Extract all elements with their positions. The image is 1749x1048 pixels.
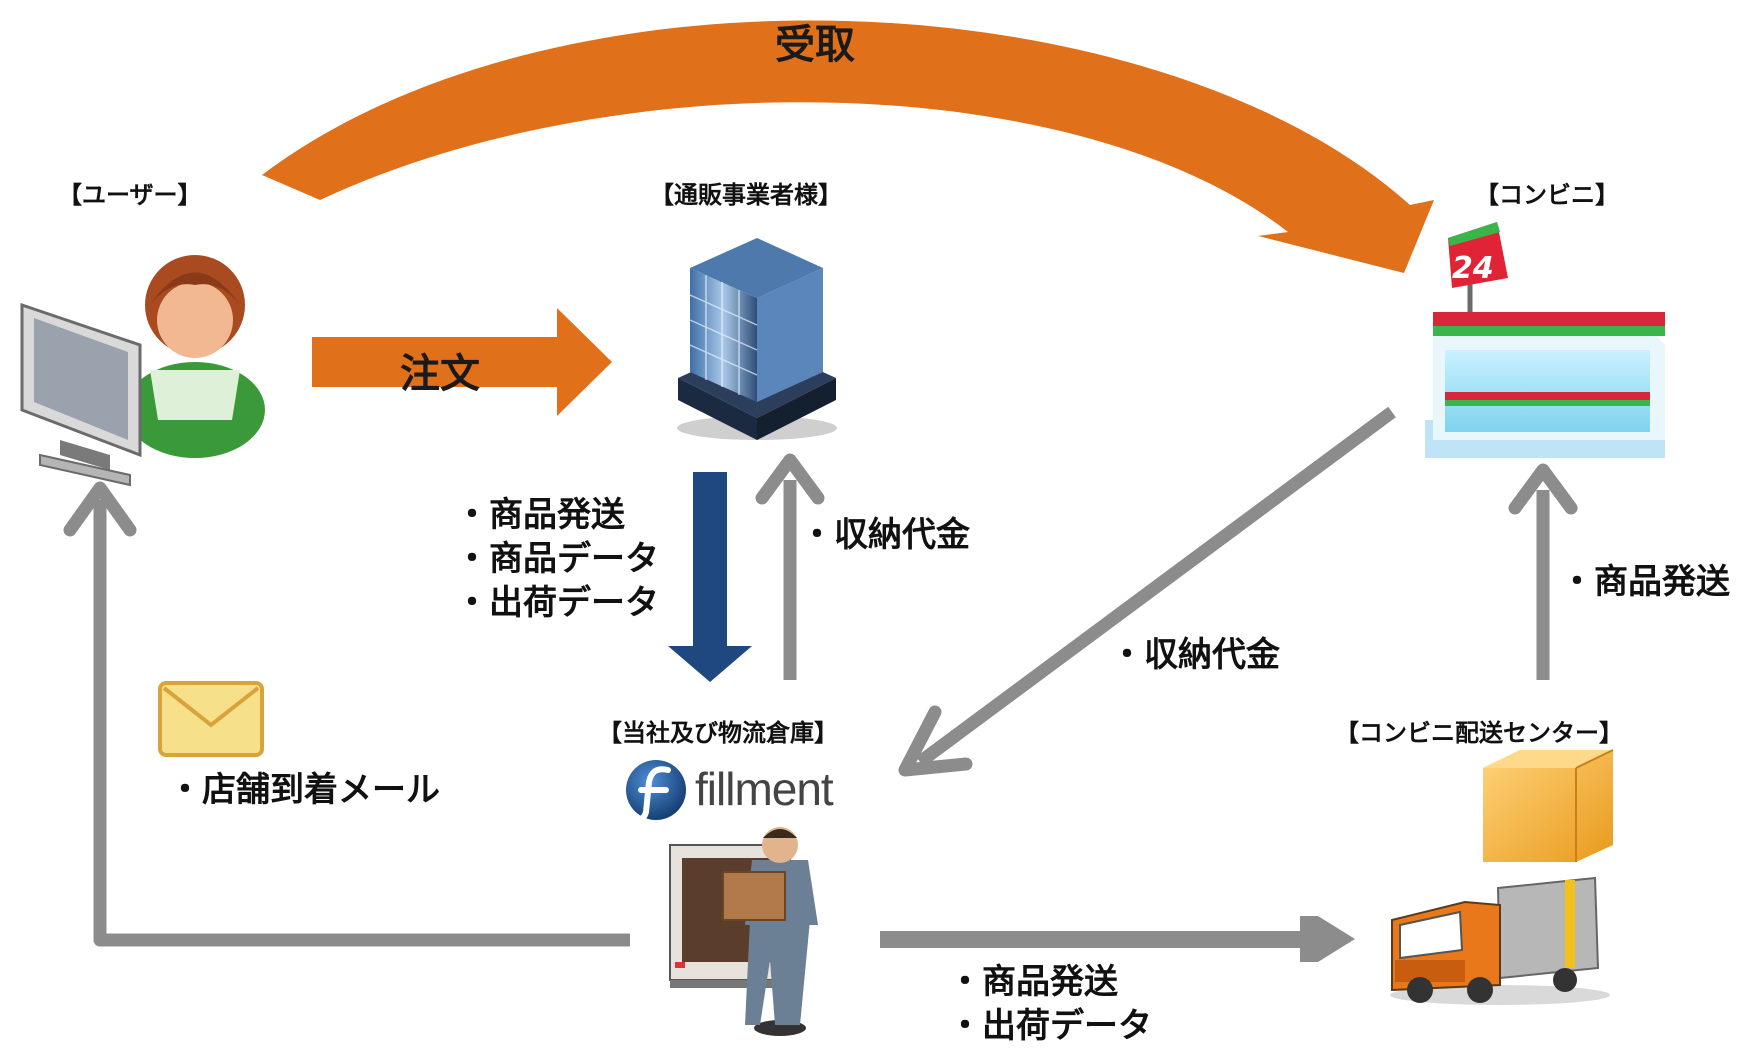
- node-label-merchant: 【通販事業者様】: [650, 181, 842, 209]
- warehouse-worker-icon: [669, 827, 818, 1036]
- user-computer-icon: [20, 255, 265, 487]
- delivery-truck-icon: [1390, 876, 1610, 1005]
- arrow-warehouse-to-user: [93, 500, 630, 947]
- warehouse-to-merchant-label: ・収納代金: [800, 513, 970, 557]
- list-item: ・商品発送: [948, 962, 1118, 1002]
- arrow-store-to-warehouse: [916, 406, 1396, 768]
- node-label-warehouse: 【当社及び物流倉庫】: [598, 719, 838, 747]
- store-sign-number: 24: [1452, 251, 1494, 286]
- warehouse-to-center-label: ・商品発送 ・出荷データ: [948, 960, 1152, 1048]
- fillment-logo-text: fillment: [695, 763, 834, 815]
- cardboard-box-icon: [1483, 749, 1614, 862]
- list-item: ・収納代金: [1110, 635, 1280, 675]
- list-item: ・収納代金: [800, 515, 970, 555]
- merchant-to-warehouse-label: ・商品発送 ・商品データ ・出荷データ: [455, 493, 659, 625]
- list-item: ・商品発送: [1560, 562, 1730, 602]
- fillment-logo-mark: [626, 760, 686, 823]
- mail-envelope-icon: [158, 681, 264, 757]
- center-to-store-label: ・商品発送: [1560, 560, 1730, 604]
- convenience-store-icon: 24: [1425, 222, 1665, 458]
- warehouse-to-user-label: ・店舗到着メール: [168, 768, 440, 812]
- order-arrow: [312, 308, 612, 416]
- list-item: ・商品データ: [455, 539, 659, 579]
- pickup-label: 受取: [775, 22, 855, 68]
- store-to-warehouse-label: ・収納代金: [1110, 633, 1280, 677]
- arrow-warehouse-to-center: [880, 916, 1355, 962]
- pickup-arrow: [262, 20, 1434, 273]
- list-item: ・出荷データ: [948, 1006, 1152, 1046]
- order-label: 注文: [400, 351, 480, 397]
- list-item: ・店舗到着メール: [168, 770, 440, 810]
- shipment-arrow: [668, 472, 752, 682]
- node-label-convenience-store: 【コンビニ】: [1475, 181, 1619, 209]
- list-item: ・出荷データ: [455, 583, 659, 623]
- list-item: ・商品発送: [455, 495, 625, 535]
- merchant-building-icon: [677, 238, 837, 440]
- arrow-head-user: [63, 481, 137, 537]
- node-label-user: 【ユーザー】: [58, 181, 202, 209]
- node-label-delivery-center: 【コンビニ配送センター】: [1335, 719, 1623, 747]
- gray-arrows: [63, 406, 1578, 947]
